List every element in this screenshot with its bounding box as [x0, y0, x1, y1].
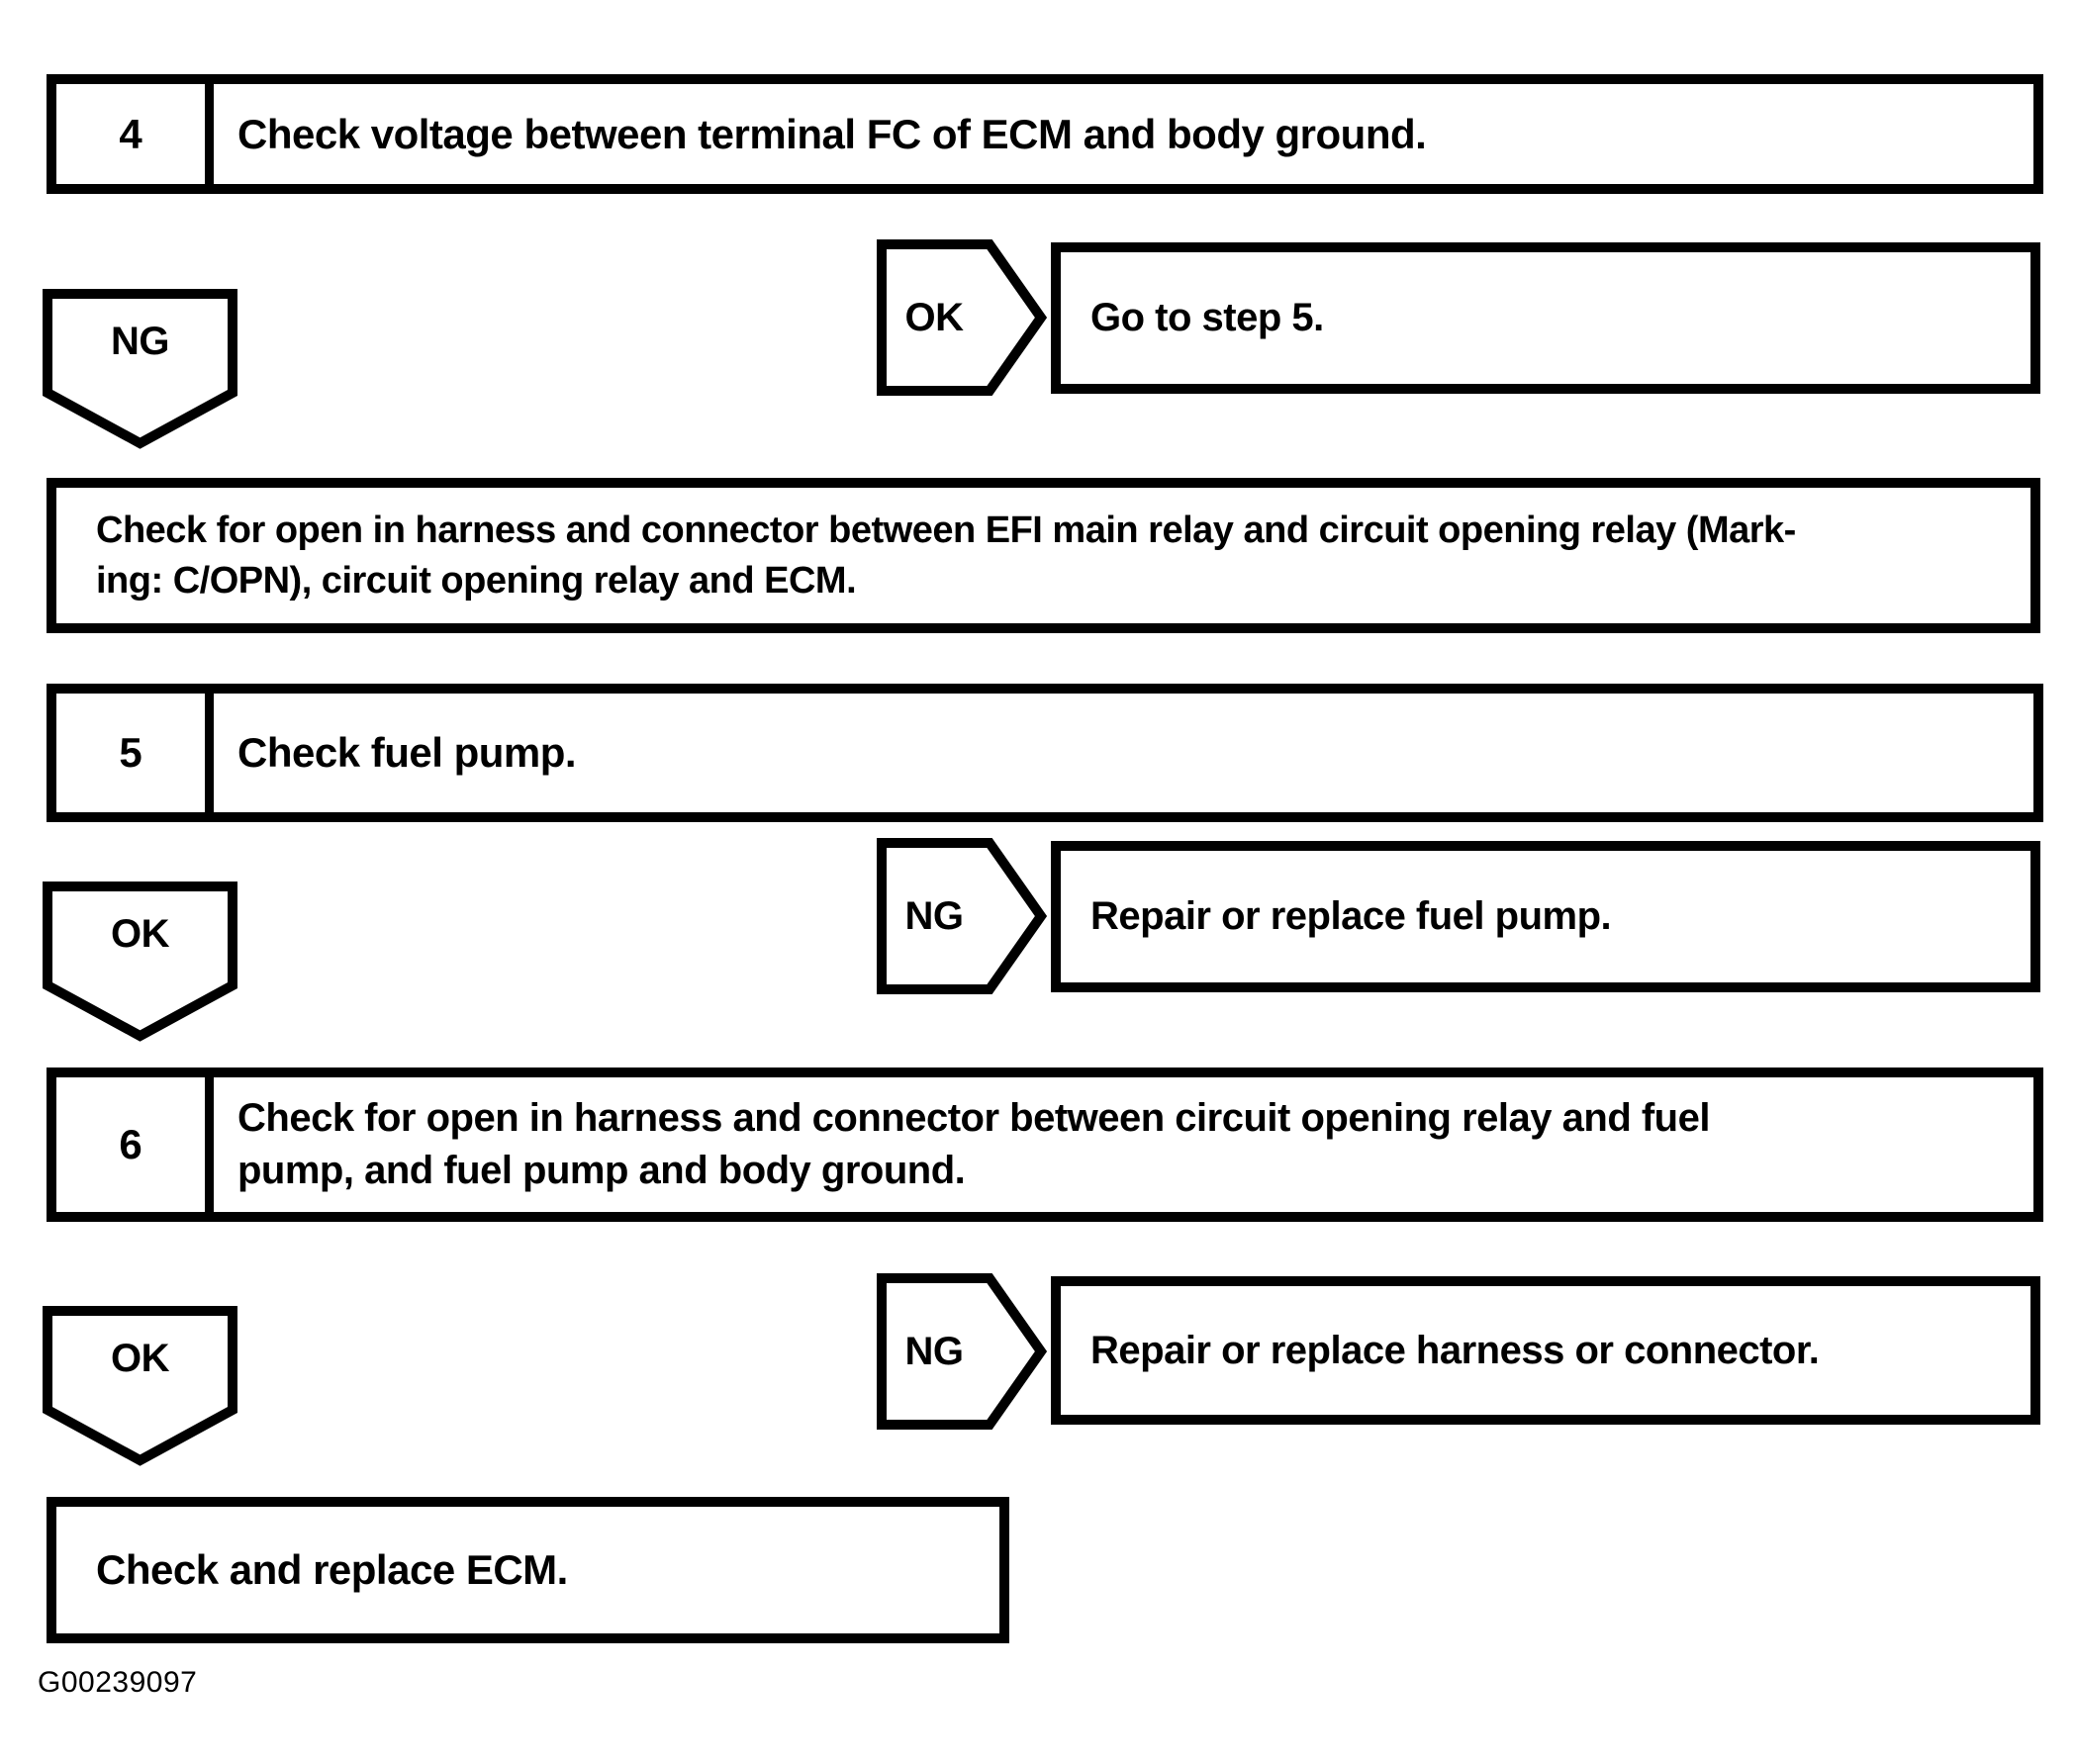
- result-box-step4: Go to step 5.: [1051, 242, 2040, 394]
- pentagon-down-icon: [43, 1306, 237, 1466]
- action-box-step4: Check for open in harness and connector …: [47, 478, 2040, 633]
- result-text: Repair or replace harness or connector.: [1090, 1328, 1820, 1372]
- step-6-text-line2: pump, and fuel pump and body ground.: [237, 1149, 966, 1192]
- ok-connector-down-step5: OK: [43, 882, 237, 1042]
- ok-connector-down-step6: OK: [43, 1306, 237, 1466]
- result-box-step6: Repair or replace harness or connector.: [1051, 1276, 2040, 1425]
- ng-connector-right-step6: NG: [877, 1273, 1047, 1430]
- connector-label: OK: [111, 911, 170, 956]
- result-text: Go to step 5.: [1090, 296, 1324, 339]
- step-4-number: 4: [56, 84, 214, 184]
- step-box-5: 5 Check fuel pump.: [47, 684, 2043, 822]
- ng-connector-down-step4: NG: [43, 289, 237, 449]
- result-text: Repair or replace fuel pump.: [1090, 894, 1612, 938]
- ng-connector-right-step5: NG: [877, 838, 1047, 994]
- connector-label: NG: [904, 1329, 965, 1373]
- ok-connector-right-step4: OK: [877, 239, 1047, 396]
- connector-label: OK: [904, 295, 965, 339]
- step-5-text: Check fuel pump.: [237, 729, 577, 776]
- step-6-text-line1: Check for open in harness and connector …: [237, 1096, 1710, 1141]
- figure-id-label: G00239097: [38, 1666, 198, 1699]
- pentagon-right-icon: [877, 239, 1047, 396]
- step-6-number: 6: [56, 1077, 214, 1212]
- step-4-text: Check voltage between terminal FC of ECM…: [237, 110, 1427, 157]
- connector-label: OK: [111, 1336, 170, 1380]
- step-box-6: 6 Check for open in harness and connecto…: [47, 1068, 2043, 1222]
- pentagon-right-icon: [877, 1273, 1047, 1430]
- pentagon-down-icon: [43, 289, 237, 449]
- action-text-line1: Check for open in harness and connector …: [96, 509, 1796, 551]
- final-action-box: Check and replace ECM.: [47, 1497, 1009, 1643]
- final-action-text: Check and replace ECM.: [96, 1546, 568, 1593]
- connector-label: NG: [111, 319, 170, 363]
- action-text-line2: ing: C/OPN), circuit opening relay and E…: [96, 559, 857, 602]
- connector-label: NG: [904, 893, 965, 938]
- result-box-step5: Repair or replace fuel pump.: [1051, 841, 2040, 992]
- step-box-4: 4 Check voltage between terminal FC of E…: [47, 74, 2043, 194]
- pentagon-down-icon: [43, 882, 237, 1042]
- pentagon-right-icon: [877, 838, 1047, 994]
- step-5-number: 5: [56, 694, 214, 812]
